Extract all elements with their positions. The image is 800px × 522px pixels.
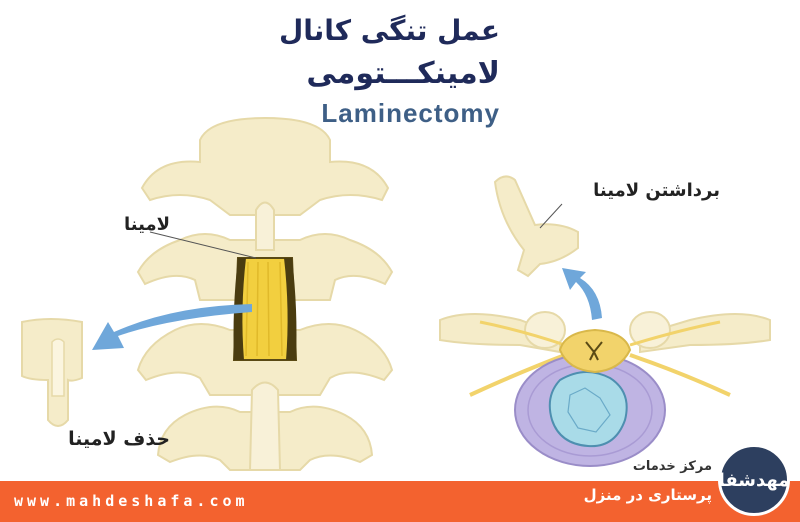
remove-pointer-line	[539, 203, 563, 229]
lamina-pointer-line	[149, 231, 257, 259]
spinous-process-upper	[255, 201, 275, 251]
logo-text: مهدشفا	[718, 469, 790, 491]
label-remove-lamina: برداشتن لامینا	[593, 180, 720, 201]
label-delete-lamina: حذف لامینا	[68, 428, 170, 450]
facet-right	[629, 311, 671, 349]
arrow-remove-lamina	[562, 268, 602, 320]
spine-column	[136, 116, 394, 471]
disc-nucleus	[548, 371, 628, 448]
footer-bar	[0, 481, 800, 522]
nerve-root-left-upper	[479, 320, 566, 347]
nerve-root-right	[629, 353, 731, 397]
removed-lamina-notch	[51, 338, 65, 397]
vertebra-cross-section	[439, 311, 771, 467]
nerve-root-left	[469, 353, 566, 397]
nucleus-detail	[567, 387, 611, 433]
title-line-2: لامینکـــتومی	[306, 56, 500, 91]
footer-url[interactable]: www.mahdeshafa.com	[14, 492, 249, 510]
lamina-edge-right	[284, 258, 297, 360]
arrow-delete-lamina	[92, 304, 252, 350]
title-line-1: عمل تنگی کانال	[278, 14, 500, 47]
spinal-cord-mark	[585, 341, 603, 361]
brand-logo[interactable]: مهدشفا	[718, 444, 790, 516]
service-line-1: مرکز خدمات	[632, 459, 712, 474]
vertebra-top	[140, 116, 390, 216]
removed-lamina-floating	[493, 175, 579, 278]
service-line-2: پرستاری در منزل	[583, 486, 712, 504]
facet-left	[524, 311, 566, 349]
label-lamina: لامینا	[123, 214, 170, 235]
nerve-root-right-upper	[629, 320, 721, 347]
spinous-process-lower	[248, 381, 282, 471]
title-english: Laminectomy	[321, 98, 500, 128]
